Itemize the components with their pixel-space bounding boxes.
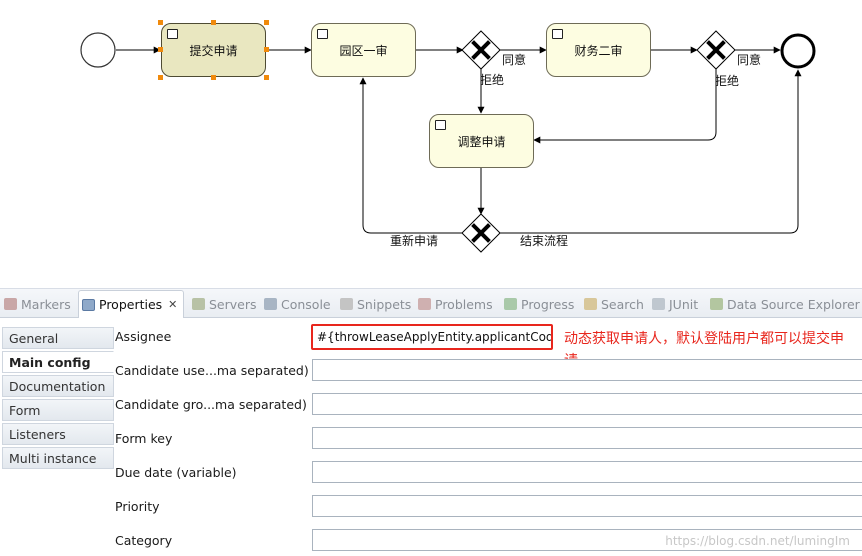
tab-progress[interactable]: Progress (504, 295, 574, 313)
main-config-panel: Assignee #{throwLeaseApplyEntity.applica… (114, 318, 862, 556)
form-key-field[interactable] (312, 427, 862, 449)
section-tab-listeners[interactable]: Listeners (2, 423, 114, 445)
sequence-flows (80, 30, 816, 253)
section-tab-multi-instance[interactable]: Multi instance (2, 447, 114, 469)
start-event[interactable] (80, 32, 116, 68)
flow-label-end-flow[interactable]: 结束流程 (520, 234, 569, 248)
flow-label-agree-1[interactable]: 同意 (502, 53, 527, 67)
progress-icon (504, 298, 517, 310)
category-field[interactable] (312, 529, 862, 551)
flow-label-reapply[interactable]: 重新申请 (390, 234, 439, 248)
exclusive-gateway-2[interactable] (696, 30, 736, 70)
tab-console[interactable]: Console (264, 295, 331, 313)
snippets-icon (340, 298, 353, 310)
section-tab-main-config[interactable]: Main config (2, 351, 114, 373)
user-task-icon (167, 29, 178, 39)
user-task-icon (435, 120, 446, 130)
close-icon[interactable]: ✕ (168, 298, 178, 311)
candidate-groups-field[interactable] (312, 393, 862, 415)
task-finance-review[interactable]: 财务二审 (546, 23, 651, 77)
task-label: 财务二审 (574, 43, 623, 58)
tab-problems[interactable]: Problems (418, 295, 493, 313)
candidate-users-label: Candidate use...ma separated) (115, 363, 309, 378)
priority-label: Priority (115, 499, 160, 514)
task-label: 园区一审 (339, 43, 388, 58)
views-tab-bar: Markers Properties ✕ Servers Console Sni… (0, 288, 862, 318)
task-park-review[interactable]: 园区一审 (311, 23, 416, 77)
flow-label-reject-2[interactable]: 拒绝 (715, 74, 740, 88)
properties-section-tabs: General Main config Documentation Form L… (0, 325, 114, 556)
candidate-groups-label: Candidate gro...ma separated) (115, 397, 307, 412)
search-icon (584, 298, 597, 310)
category-label: Category (115, 533, 173, 548)
assignee-field[interactable]: #{throwLeaseApplyEntity.applicantCode} (311, 324, 553, 350)
tab-search[interactable]: Search (584, 295, 644, 313)
section-tab-form[interactable]: Form (2, 399, 114, 421)
selection-handle[interactable] (158, 75, 163, 80)
user-task-icon (552, 29, 563, 39)
flow-label-agree-2[interactable]: 同意 (737, 53, 762, 67)
tab-properties[interactable]: Properties ✕ (78, 290, 184, 318)
user-task-icon (317, 29, 328, 39)
flow-label-reject-1[interactable]: 拒绝 (480, 73, 505, 87)
selection-handle[interactable] (264, 47, 269, 52)
tab-data-source-explorer[interactable]: Data Source Explorer (710, 295, 860, 313)
tab-markers[interactable]: Markers (4, 295, 71, 313)
tab-snippets[interactable]: Snippets (340, 295, 411, 313)
servers-icon (192, 298, 205, 310)
selection-handle[interactable] (211, 75, 216, 80)
form-key-label: Form key (115, 431, 173, 446)
task-adjust-application[interactable]: 调整申请 (429, 114, 534, 168)
console-icon (264, 298, 277, 310)
section-tab-documentation[interactable]: Documentation (2, 375, 114, 397)
selection-handle[interactable] (158, 20, 163, 25)
priority-field[interactable] (312, 495, 862, 517)
problems-icon (418, 298, 431, 310)
candidate-users-field[interactable] (312, 359, 862, 381)
selection-handle[interactable] (264, 20, 269, 25)
task-label: 调整申请 (457, 134, 506, 149)
watermark: https://blog.csdn.net/lumingIm (665, 534, 850, 548)
due-date-label: Due date (variable) (115, 465, 237, 480)
selection-handle[interactable] (264, 75, 269, 80)
due-date-field[interactable] (312, 461, 862, 483)
task-submit-application[interactable]: 提交申请 (161, 23, 266, 77)
exclusive-gateway-1[interactable] (461, 30, 501, 70)
selection-handle[interactable] (158, 47, 163, 52)
properties-icon (82, 298, 95, 311)
section-tab-general[interactable]: General (2, 327, 114, 349)
tab-junit[interactable]: JUnit (652, 295, 698, 313)
selection-handle[interactable] (211, 20, 216, 25)
assignee-label: Assignee (115, 329, 172, 344)
exclusive-gateway-3[interactable] (461, 213, 501, 253)
task-label: 提交申请 (189, 43, 238, 58)
junit-icon (652, 298, 665, 310)
tab-servers[interactable]: Servers (192, 295, 257, 313)
markers-icon (4, 298, 17, 310)
data-source-icon (710, 298, 723, 310)
bpmn-diagram-canvas[interactable]: 提交申请 园区一审 财务二审 调整申请 同意 拒绝 同意 拒绝 重新申请 结束流… (0, 0, 862, 290)
end-event[interactable] (780, 33, 816, 69)
